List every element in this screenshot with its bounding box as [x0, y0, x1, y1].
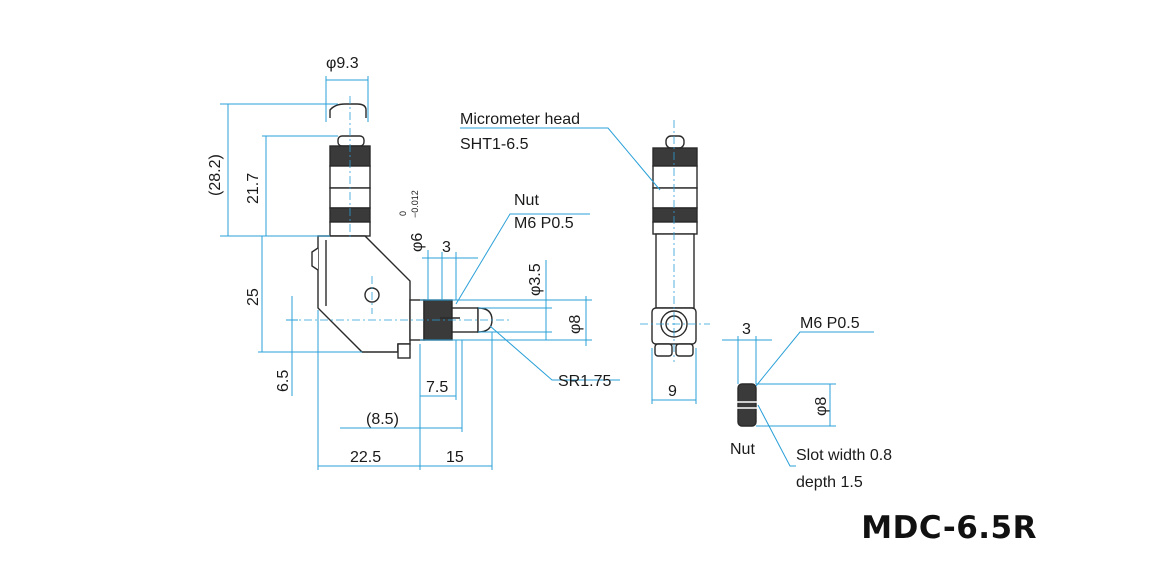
dim-spindle-diameter: φ6	[409, 233, 426, 252]
dim-body-height: 25	[245, 288, 262, 306]
dim-22-5: 22.5	[350, 449, 381, 466]
dim-head-height: 21.7	[245, 173, 262, 204]
label-nut-detail: Nut	[730, 441, 755, 458]
label-micrometer-model: SHT1-6.5	[460, 136, 529, 153]
dim-8-5: (8.5)	[366, 411, 399, 428]
front-view	[311, 103, 493, 359]
nut-detail	[736, 383, 758, 427]
dim-low-height: 6.5	[275, 370, 292, 392]
dim-side-width: 9	[668, 383, 677, 400]
dim-7-5: 7.5	[426, 379, 448, 396]
label-micrometer-head: Micrometer head	[460, 111, 580, 128]
dim-nut-thickness: 3	[742, 321, 751, 338]
model-title: MDC-6.5R	[861, 510, 1037, 546]
dim-tip-radius: SR1.75	[558, 373, 611, 390]
side-view	[651, 135, 698, 357]
dim-tol-upper: 0	[398, 211, 408, 216]
dim-total-height: (28.2)	[207, 154, 224, 196]
dim-15: 15	[446, 449, 464, 466]
label-nut2-thread: M6 P0.5	[800, 315, 860, 332]
label-nut-thread: M6 P0.5	[514, 215, 574, 232]
dim-nut-width: 3	[442, 239, 451, 256]
dim-pin-diameter: φ8	[567, 315, 584, 334]
dim-tip-diameter: φ3.5	[527, 263, 544, 296]
label-nut: Nut	[514, 192, 539, 209]
label-slot-depth: depth 1.5	[796, 474, 863, 491]
dim-head-diameter: φ9.3	[326, 55, 359, 72]
dim-nut-diameter: φ8	[813, 397, 830, 416]
label-slot-width: Slot width 0.8	[796, 447, 892, 464]
dim-tol-lower: −0.012	[410, 190, 420, 218]
